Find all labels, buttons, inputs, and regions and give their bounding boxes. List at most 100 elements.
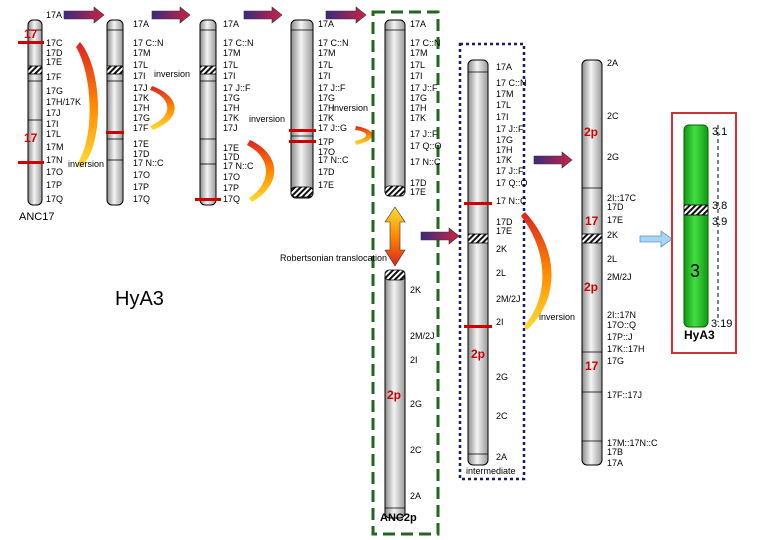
intermediate-centromere — [467, 233, 489, 244]
stage3-band-label-8: 17K — [223, 113, 239, 123]
stage2-band-label-3: 17L — [133, 60, 148, 70]
stage3-inversion-label: inversion — [249, 114, 285, 124]
stage4-to-anc2p-arrow — [325, 6, 367, 24]
anc2p-top-band-label-13: 17E — [410, 187, 426, 197]
stage3-band-label-10: 17E — [223, 143, 239, 153]
anc2p-bottom-band-label-2: 2I — [410, 355, 418, 365]
anc2p-top-telomere — [384, 185, 406, 197]
stage2-band-label-4: 17I — [133, 71, 146, 81]
intermediate-band-label-13: 17E — [496, 226, 512, 236]
final-band-label-7: 2L — [607, 254, 617, 264]
stage2-band-label-0: 17A — [133, 19, 149, 29]
anc2p-bottom-band-label-1: 2M/2J — [410, 331, 435, 341]
stage3-band-label-15: 17Q — [223, 194, 240, 204]
stage2-band-label-8: 17G — [133, 113, 150, 123]
stage1-chr-number-bottom: 17 — [24, 131, 38, 145]
stage4-inversion-label: inversion — [332, 103, 368, 113]
stage1-band-label-1: 17C — [46, 38, 63, 48]
stage1-band-label-0: 17A — [46, 10, 62, 20]
intermediate-band-label-18: 2G — [496, 372, 508, 382]
hya3-band-3-1: 3.1 — [712, 126, 727, 138]
anc2p-bottom-telomere — [384, 269, 406, 281]
stage3-centromere — [199, 65, 217, 75]
intermediate-band-label-15: 2L — [496, 268, 506, 278]
stage1-band-label-12: 17O — [46, 167, 63, 177]
anc2p-title: ANC2p — [380, 512, 417, 524]
stage3-to-stage4-arrow — [243, 6, 283, 24]
stage1-chromosome-group: 17 17 ANC17 inversion 17A17C17D17E17F17G… — [18, 10, 104, 223]
stage1-inversion-arc — [76, 42, 98, 168]
stage2-breakpoint — [106, 131, 124, 134]
anc2p-top-band-label-9: 17 J::F — [410, 129, 438, 139]
final-band-label-4: 17D — [607, 202, 624, 212]
robertsonian-label: Robertsonian translocation — [280, 253, 387, 263]
stage4-band-label-13: 17D — [318, 167, 335, 177]
intermediate-band-label-7: 17H — [496, 145, 513, 155]
stage3-band-label-12: 17 N::C — [223, 161, 254, 171]
final-chromosome-group: 2p 17 2p 17 2A2C2G2I::17C17D17E2K2L2M/2J… — [581, 58, 658, 468]
stage1-band-label-2: 17D — [46, 48, 63, 58]
stage4-band-label-5: 17 J::F — [318, 83, 346, 93]
intermediate-band-label-14: 2K — [496, 244, 507, 254]
stage3-band-label-4: 17I — [223, 71, 236, 81]
stage1-band-label-6: 17H/17K — [46, 97, 81, 107]
stage3-band-label-0: 17A — [223, 19, 239, 29]
hya3-band-3-19: 3.19 — [711, 318, 732, 330]
stage3-band-label-11: 17D — [223, 152, 240, 162]
anc2p-top-band-label-10: 17 Q::O — [410, 141, 442, 151]
final-band-label-10: 17O::Q — [607, 320, 636, 330]
final-centromere — [581, 233, 603, 244]
anc2p-to-intermediate-arrow — [420, 227, 460, 245]
stage4-telomere-hatch — [290, 186, 314, 198]
stage4-breakpoint-b — [289, 140, 316, 143]
stage3-band-label-2: 17M — [223, 48, 241, 58]
final-number-2p-lower: 2p — [584, 280, 598, 294]
stage2-band-label-1: 17 C::N — [133, 38, 164, 48]
final-chromosome — [581, 59, 603, 466]
intermediate-title: intermediate — [466, 466, 516, 476]
stage4-band-label-2: 17M — [318, 48, 336, 58]
stage1-anc-label: ANC17 — [19, 211, 54, 223]
stage4-breakpoint-a — [289, 129, 316, 132]
final-number-17b: 17 — [585, 359, 599, 373]
stage2-inversion-arc — [150, 86, 175, 130]
final-band-label-17: 17A — [607, 458, 623, 468]
stage2-band-label-9: 17F — [133, 123, 149, 133]
hya3-large-title: HyA3 — [115, 288, 164, 310]
anc2p-top-band-label-3: 17L — [410, 60, 425, 70]
stage2-band-label-6: 17K — [133, 93, 149, 103]
intermediate-band-label-16: 2M/2J — [496, 294, 521, 304]
stage4-chromosome — [290, 19, 314, 199]
stage3-band-label-6: 17G — [223, 93, 240, 103]
hya3-band-3-8: 3.8 — [712, 200, 727, 212]
intermediate-band-label-4: 17I — [496, 112, 509, 122]
anc2p-top-band-label-5: 17 J::F — [410, 83, 438, 93]
intermediate-band-label-8: 17K — [496, 155, 512, 165]
stage4-inversion-arc — [355, 126, 373, 145]
stage4-band-label-6: 17G — [318, 93, 335, 103]
stage1-band-label-8: 17I — [46, 119, 59, 129]
anc2p-top-band-label-4: 17I — [410, 71, 423, 81]
final-band-label-11: 17P::J — [607, 332, 633, 342]
anc2p-chromosome-group: Robertsonian translocation 2p ANC2p 17A1… — [280, 19, 442, 524]
intermediate-band-label-17: 2I — [496, 317, 504, 327]
hya3-centromere — [683, 204, 709, 216]
intermediate-band-label-19: 2C — [496, 411, 508, 421]
intermediate-band-label-9: 17 J::F — [496, 166, 524, 176]
anc2p-number: 2p — [387, 388, 401, 402]
hya3-number: 3 — [690, 261, 700, 281]
intermediate-inversion-label: inversion — [539, 312, 575, 322]
anc2p-box — [371, 10, 440, 536]
final-band-labels: 2A2C2G2I::17C17D17E2K2L2M/2J2I::17N17O::… — [607, 58, 658, 468]
anc2p-top-band-label-12: 17D — [410, 178, 427, 188]
anc2p-bottom-band-label-4: 2C — [410, 445, 422, 455]
